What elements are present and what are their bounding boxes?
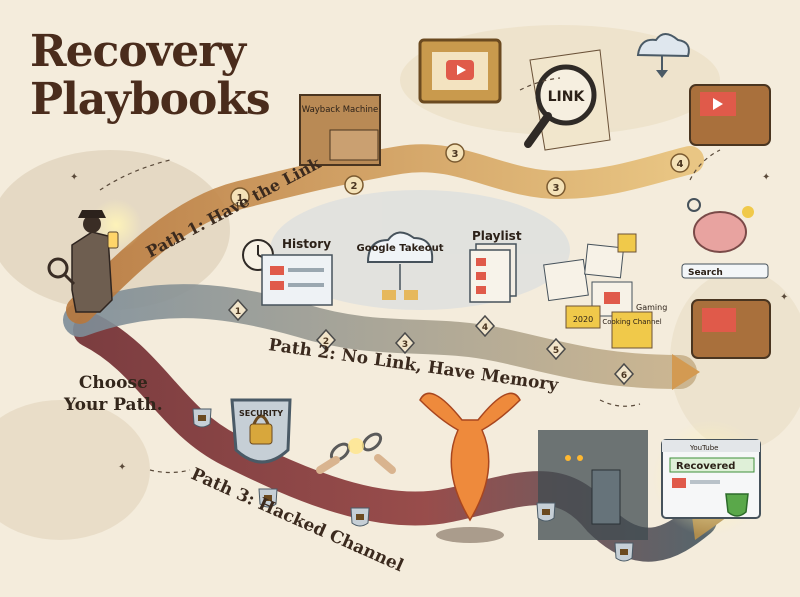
security-label: SECURITY (239, 409, 283, 418)
title-line-1: Recovery (30, 26, 246, 77)
cooking-note: Cooking Channel (602, 318, 661, 326)
broken-chain-icon (316, 432, 396, 474)
dark-forest-gate-icon (538, 430, 648, 540)
svg-text:✦: ✦ (118, 462, 126, 473)
history-window-icon: History (242, 237, 333, 306)
svg-text:Playlist: Playlist (472, 229, 522, 243)
choose-line-1: Choose (78, 373, 148, 393)
svg-text:2: 2 (351, 181, 358, 192)
security-shield-icon: SECURITY (230, 398, 292, 464)
svg-text:✦: ✦ (780, 292, 788, 303)
svg-text:✦: ✦ (762, 172, 770, 183)
svg-text:1: 1 (237, 193, 244, 204)
svg-text:✦: ✦ (70, 172, 78, 183)
google-takeout-cloud-icon: Google Takeout (356, 231, 444, 300)
svg-text:3: 3 (402, 340, 408, 350)
path-2-arrowhead (672, 354, 700, 390)
path-2-markers: 1 2 3 4 5 6 (227, 298, 635, 386)
svg-text:4: 4 (482, 323, 488, 333)
path-2-road (63, 284, 697, 389)
cloud-download-icon (636, 33, 690, 78)
page-title: Recovery Playbooks (30, 26, 271, 125)
memory-photos-icon: 2020 Cooking Channel Gaming (543, 233, 667, 349)
wayback-cabinet-icon: Wayback Machine (299, 94, 381, 166)
link-scroll-magnifier-icon: LINK (524, 49, 611, 151)
treasure-chest-top-icon (689, 84, 771, 146)
path-1-road (66, 144, 704, 324)
youtube-label: YouTube (689, 444, 718, 452)
path-1-markers: 1 2 3 3 4 (230, 143, 690, 207)
detective-figure (47, 199, 142, 313)
choose-your-path-text: Choose Your Path. (64, 372, 163, 416)
svg-text:3: 3 (553, 183, 560, 194)
sparkles: ✦ ✦ ✦ ✦ (70, 172, 788, 473)
svg-text:Search: Search (688, 268, 723, 278)
phoenix-fire-icon (419, 392, 521, 543)
svg-text:6: 6 (621, 371, 627, 381)
decorative-arrows (99, 77, 721, 474)
link-text: LINK (548, 89, 586, 105)
gaming-tag: Gaming (636, 303, 667, 312)
takeout-label: Google Takeout (356, 243, 443, 254)
year-note: 2020 (573, 315, 593, 324)
choose-line-2: Your Path. (64, 395, 163, 415)
svg-text:History: History (282, 237, 331, 251)
svg-text:4: 4 (677, 159, 684, 170)
title-line-2: Playbooks (30, 74, 271, 125)
svg-text:3: 3 (452, 149, 459, 160)
playlist-stack-icon: Playlist (469, 229, 522, 303)
path-3-lock-markers (192, 408, 634, 562)
recovered-badge: Recovered (676, 461, 735, 472)
youtube-recovered-window-icon: YouTube Recovered (652, 420, 768, 536)
brain-search-icon: Search (681, 198, 769, 279)
svg-text:2: 2 (323, 337, 329, 347)
framed-video-icon (418, 38, 502, 104)
wayback-label: Wayback Machine (302, 105, 379, 115)
svg-text:5: 5 (553, 346, 559, 356)
treasure-chest-mid-icon (691, 299, 771, 359)
svg-text:1: 1 (235, 307, 241, 317)
